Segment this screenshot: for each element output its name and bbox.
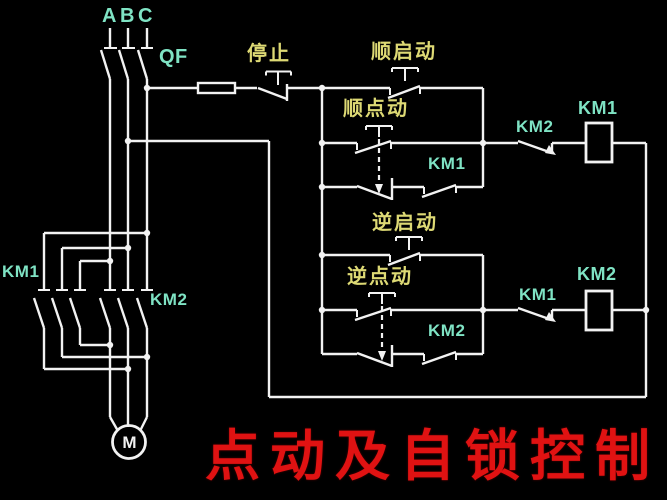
qf-breaker-label: QF xyxy=(159,46,188,68)
junction-dots xyxy=(106,84,650,373)
reverse-jog-label: 逆点动 xyxy=(347,266,413,288)
km1-main-label: KM1 xyxy=(2,262,40,281)
forward-start-contact xyxy=(387,67,421,100)
forward-jog-label: 顺点动 xyxy=(343,98,409,120)
km1-selflock-label: KM1 xyxy=(428,154,466,173)
km1-main-contacts xyxy=(32,289,86,329)
km2-coil xyxy=(584,289,614,332)
motor-feed-wires xyxy=(108,328,149,432)
motor-symbol xyxy=(111,424,147,460)
stop-button-label: 停止 xyxy=(247,43,291,65)
diagram-title: 点动及自锁控制 xyxy=(205,425,661,487)
reverse-start-label: 逆启动 xyxy=(372,212,438,234)
qf-breaker xyxy=(99,47,153,80)
km2-coil-label: KM2 xyxy=(577,264,617,284)
km2-main-contacts xyxy=(98,289,153,329)
phase-c-label: C xyxy=(138,5,153,27)
km2-main-label: KM2 xyxy=(150,290,188,309)
km2-interlock-label: KM2 xyxy=(516,117,554,136)
reverse-start-contact xyxy=(387,236,423,267)
motor-label: M xyxy=(122,433,137,452)
km1-interlock-label: KM1 xyxy=(519,285,557,304)
km1-coil xyxy=(584,121,614,164)
km1-interlock-contact xyxy=(517,306,556,322)
forward-start-label: 顺启动 xyxy=(371,41,437,63)
phase-b-label: B xyxy=(120,5,135,27)
phase-lines xyxy=(108,28,149,290)
phase-a-label: A xyxy=(102,5,117,27)
km2-selflock-label: KM2 xyxy=(428,321,466,340)
control-bus-wires xyxy=(128,86,648,399)
km1-selflock-contact xyxy=(421,183,457,199)
km2-interlock-contact xyxy=(517,139,556,155)
forward-jog-contact xyxy=(354,125,394,201)
stop-button-contact xyxy=(257,70,292,101)
reverse-jog-contact xyxy=(354,292,396,368)
km2-selflock-contact xyxy=(421,350,457,366)
km1-coil-label: KM1 xyxy=(578,98,618,118)
fuse xyxy=(196,81,237,95)
crossover-wiring xyxy=(42,231,147,371)
